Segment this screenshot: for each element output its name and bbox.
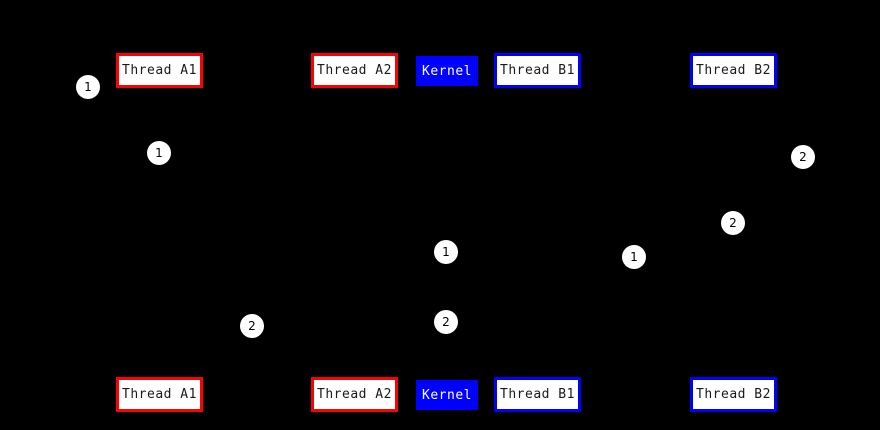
step-badge-7: 2 — [241, 315, 263, 337]
participant-box-thread-a2-top[interactable]: Thread A2 — [311, 53, 398, 88]
participant-label: Thread A2 — [317, 387, 392, 402]
participant-box-thread-b1-top[interactable]: Thread B1 — [494, 53, 581, 88]
participant-label: Thread B1 — [500, 63, 575, 78]
step-badge-label: 2 — [799, 150, 807, 164]
participant-box-thread-a2-bottom[interactable]: Thread A2 — [311, 377, 398, 412]
step-badge-4: 2 — [722, 212, 744, 234]
step-badge-2: 1 — [148, 142, 170, 164]
step-badge-6: 1 — [623, 246, 645, 268]
participant-label: Thread A1 — [122, 63, 197, 78]
step-badge-8: 2 — [435, 311, 457, 333]
step-badge-label: 1 — [442, 245, 450, 259]
participant-label: Thread B2 — [696, 387, 771, 402]
participant-box-thread-b2-top[interactable]: Thread B2 — [690, 53, 777, 88]
step-badge-label: 1 — [155, 146, 163, 160]
participant-label: Thread A1 — [122, 387, 197, 402]
participant-box-thread-b1-bottom[interactable]: Thread B1 — [494, 377, 581, 412]
lifeline-kernel — [446, 86, 448, 380]
participant-label: Thread A2 — [317, 63, 392, 78]
step-badge-label: 1 — [630, 250, 638, 264]
participant-label: Thread B1 — [500, 387, 575, 402]
message-arrow-a1-kernel — [158, 150, 442, 255]
participant-box-thread-a1-top[interactable]: Thread A1 — [116, 53, 203, 88]
participant-label: Kernel — [422, 63, 472, 79]
lifeline-thread-b1 — [536, 88, 538, 377]
step-badge-3: 2 — [792, 146, 814, 168]
step-badge-1: 1 — [77, 76, 99, 98]
participant-label: Thread B2 — [696, 63, 771, 78]
lifeline-thread-a2 — [353, 88, 355, 377]
step-badge-label: 2 — [729, 216, 737, 230]
step-badge-label: 1 — [84, 80, 92, 94]
message-arrow-kernel-a1 — [158, 320, 449, 328]
step-badge-label: 2 — [442, 315, 450, 329]
participant-box-thread-b2-bottom[interactable]: Thread B2 — [690, 377, 777, 412]
lifeline-thread-a1 — [158, 88, 160, 377]
step-badge-5: 1 — [435, 241, 457, 263]
participant-box-kernel-top[interactable]: Kernel — [416, 56, 478, 86]
step-badge-label: 2 — [248, 319, 256, 333]
participant-box-kernel-bottom[interactable]: Kernel — [416, 380, 478, 410]
participant-label: Kernel — [422, 387, 472, 403]
participant-box-thread-a1-bottom[interactable]: Thread A1 — [116, 377, 203, 412]
